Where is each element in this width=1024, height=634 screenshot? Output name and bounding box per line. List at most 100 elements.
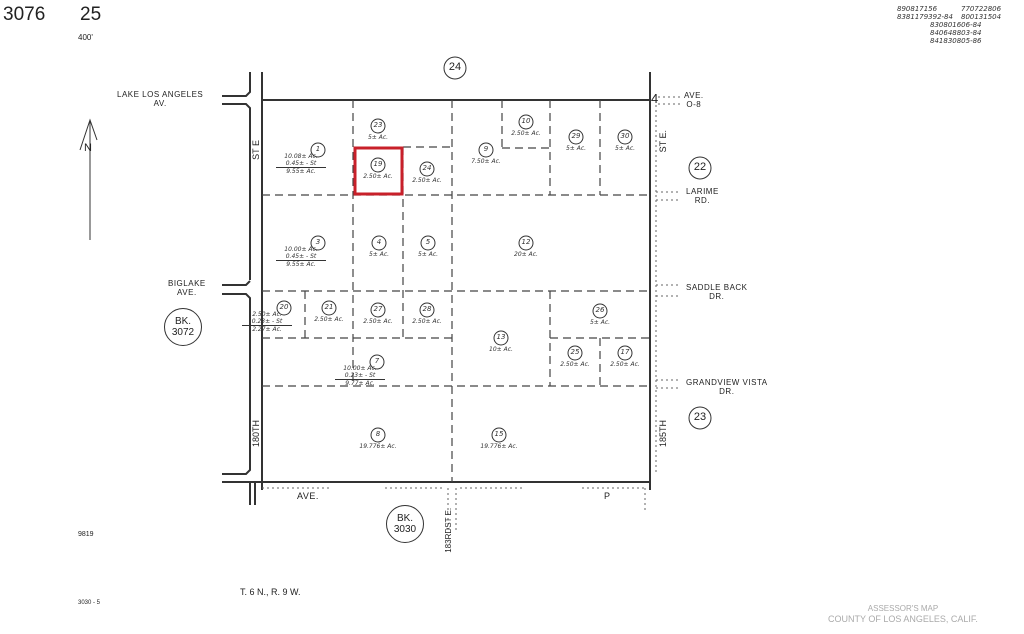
parcel-number[interactable]: 26 [595, 306, 605, 314]
parcel-number[interactable]: 25 [570, 348, 580, 356]
parcel-number-circle [592, 303, 608, 319]
parcel-acreage: 10± Ac. [476, 346, 526, 353]
parcel-number[interactable]: 5 [425, 238, 431, 246]
acreage-line: 20± Ac. [514, 251, 538, 258]
acreage-line: 5± Ac. [368, 251, 390, 258]
street-ave-o8: AVE.O-8 [684, 91, 704, 109]
parcel-number-circle [370, 427, 386, 443]
parcel-number-circle [617, 129, 633, 145]
acreage-line: 2.50± Ac. [363, 318, 393, 325]
parcel-acreage: 2.50± Ac. [600, 361, 650, 368]
parcel-number[interactable]: 15 [494, 430, 504, 438]
parcel-number-circle [518, 114, 534, 130]
north-arrow-icon [79, 118, 98, 151]
section-circle-top [443, 56, 467, 80]
map-code: 9819 [78, 531, 94, 538]
parcel-number-circle [518, 235, 534, 251]
parcel-number[interactable]: 23 [373, 121, 383, 129]
parcel-acreage: 5± Ac. [353, 134, 403, 141]
parcel-number[interactable]: 12 [521, 238, 531, 246]
parcel-number-circle [419, 161, 435, 177]
acreage-line: 2.50± Ac. [560, 361, 590, 368]
acreage-line: 2.50± Ac. [314, 316, 344, 323]
section-circle-right-lower [688, 406, 712, 430]
parcel-number-circle [478, 142, 494, 158]
parcel-number-circle [371, 235, 387, 251]
parcel-acreage: 2.50± Ac. [353, 173, 403, 180]
street-180th: 180TH [251, 420, 261, 448]
page-number: 25 [80, 4, 102, 25]
parcel-acreage: 5± Ac. [551, 145, 601, 152]
parcel-acreage: 5± Ac. [354, 251, 404, 258]
parcel-number-circle [568, 129, 584, 145]
acreage-line: 2.50± Ac. [363, 173, 393, 180]
acreage-line: 2.27± Ac. [252, 326, 282, 333]
parcel-number[interactable]: 7 [374, 357, 380, 365]
section-corner-number: 4 [651, 91, 659, 106]
parcel-number[interactable]: 19 [373, 160, 383, 168]
adjacent-book-3030[interactable]: BK.3030 [386, 505, 424, 543]
parcel-acreage: 2.50± Ac. [402, 177, 452, 184]
parcel-number[interactable]: 29 [571, 132, 581, 140]
section-number-top: 24 [448, 61, 462, 73]
map-scale: 400' [78, 33, 93, 42]
acreage-line: 0.23± - St [242, 318, 292, 326]
parcel-number[interactable]: 13 [496, 333, 506, 341]
parcel-number[interactable]: 24 [422, 164, 432, 172]
parcel-acreage: 20± Ac. [501, 251, 551, 258]
street-st-e-left: ST E [251, 140, 261, 160]
parcel-acreage: 7.50± Ac. [461, 158, 511, 165]
parcel-number-circle [310, 142, 326, 158]
parcel-number-circle [370, 157, 386, 173]
parcel-acreage: 2.50± Ac. [550, 361, 600, 368]
section-number-right-upper: 22 [693, 161, 707, 173]
parcel-number[interactable]: 28 [422, 305, 432, 313]
acreage-line: 10.00± Ac. [343, 365, 377, 372]
parcel-number[interactable]: 8 [375, 430, 381, 438]
adjacent-book-3072[interactable]: BK.3072 [164, 308, 202, 346]
acreage-line: 5± Ac. [417, 251, 439, 258]
parcel-number-circle [321, 300, 337, 316]
parcel-number[interactable]: 4 [376, 238, 382, 246]
parcel-number[interactable]: 20 [279, 303, 289, 311]
acreage-line: 5± Ac. [565, 145, 587, 152]
parcel-number[interactable]: 1 [315, 145, 321, 153]
parcel-number-circle [369, 354, 385, 370]
parcel-acreage: 2.50± Ac. [501, 130, 551, 137]
acreage-line: 10.08± Ac. [284, 153, 318, 160]
acreage-line: 2.50± Ac. [412, 318, 442, 325]
parcel-number-circle [420, 235, 436, 251]
acreage-line: 19.776± Ac. [480, 443, 518, 450]
parcel-number[interactable]: 3 [315, 238, 321, 246]
book-number: 3076 [3, 4, 46, 25]
parcel-number[interactable]: 30 [620, 132, 630, 140]
street-185th: 185TH [658, 420, 668, 448]
parcel-acreage: 2.50± Ac. [304, 316, 354, 323]
acreage-line: 9.55± Ac. [286, 261, 316, 268]
parcel-number-circle [491, 427, 507, 443]
acreage-line: 7.50± Ac. [471, 158, 501, 165]
acreage-line: 5± Ac. [367, 134, 389, 141]
street-bottom-p: P [604, 491, 611, 501]
parcel-number[interactable]: 21 [324, 303, 334, 311]
section-number-right-lower: 23 [693, 411, 707, 423]
north-label: N [84, 142, 92, 154]
parcel-number[interactable]: 9 [483, 145, 489, 153]
parcel-number-circle [276, 300, 292, 316]
parcel-number-circle [567, 345, 583, 361]
parcel-number[interactable]: 27 [373, 305, 383, 313]
acreage-line: 2.50± Ac. [252, 311, 282, 318]
parcel-number[interactable]: 10 [521, 117, 531, 125]
parcel-number[interactable]: 17 [620, 348, 630, 356]
acreage-line: 0.23± - St [335, 372, 385, 380]
parcel-acreage: 5± Ac. [575, 319, 625, 326]
section-circle-right-upper [688, 156, 712, 180]
